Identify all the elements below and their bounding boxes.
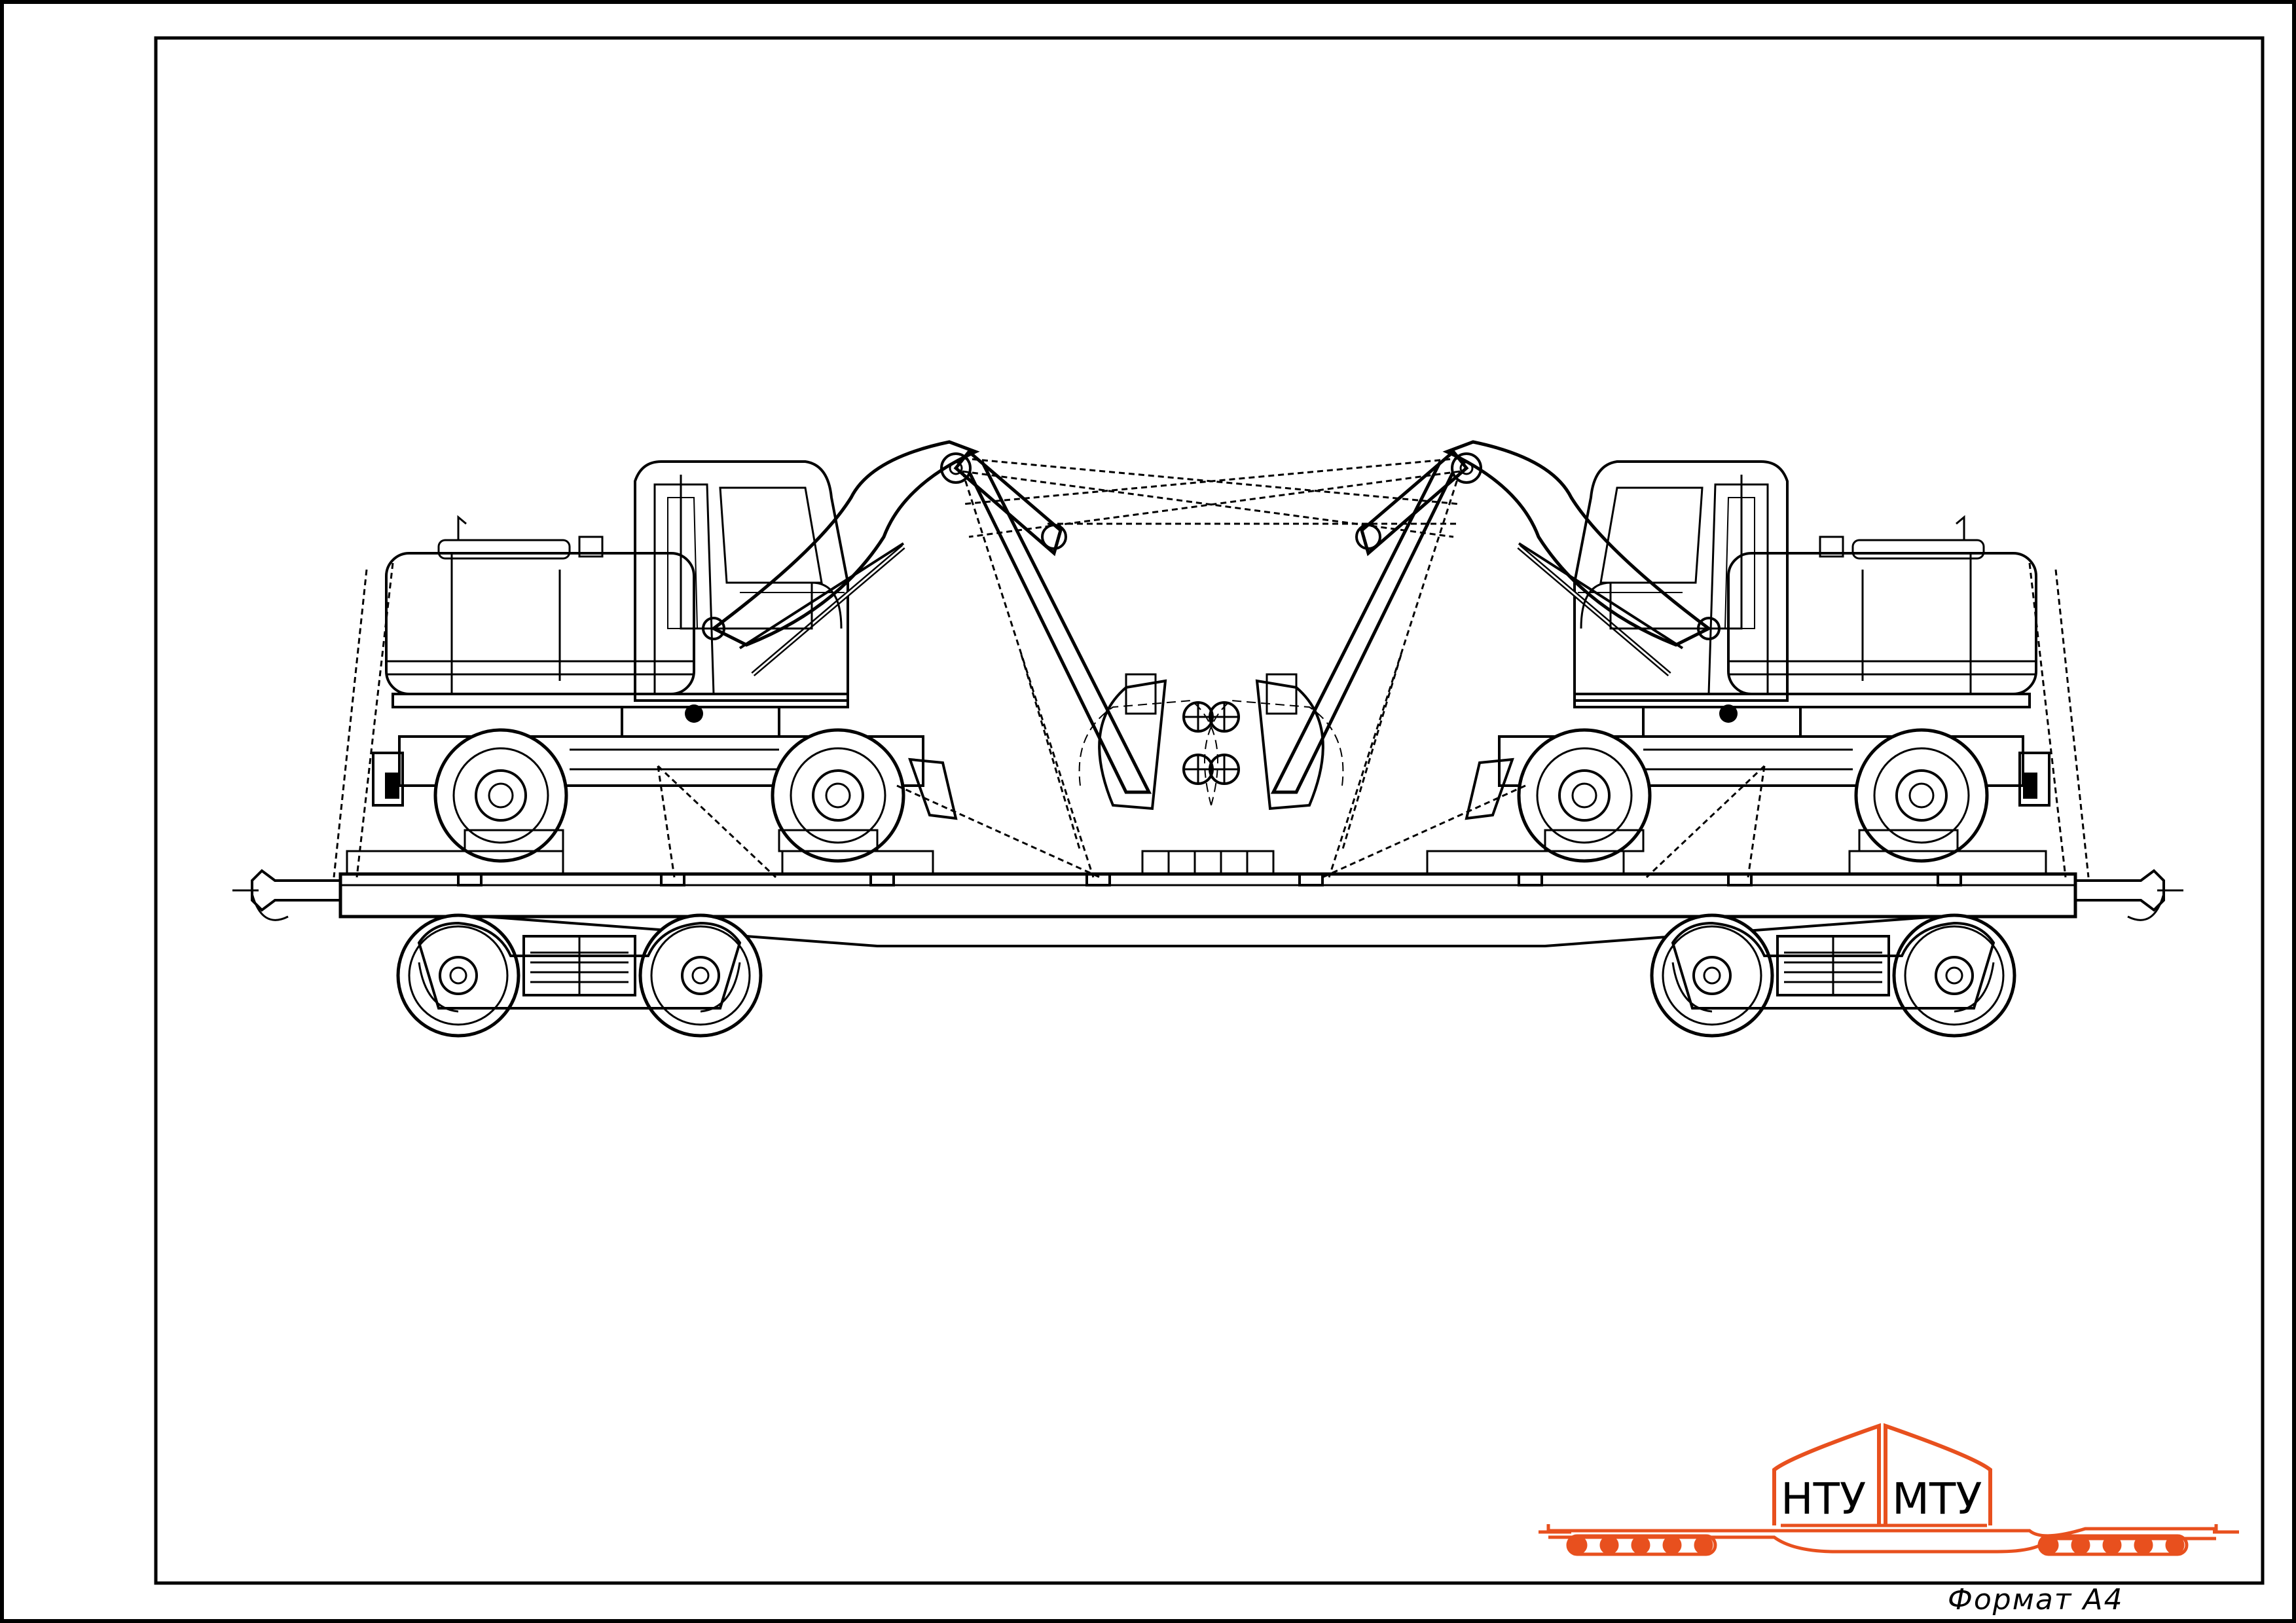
excavator-left [373, 442, 1218, 861]
excavator-right [1205, 442, 2049, 861]
drawing-frame [154, 36, 2265, 1585]
ntu-mtu-logo: НТУ МТУ [1539, 1423, 2239, 1556]
logo-arch [1772, 1423, 1992, 1525]
lashing-chains [333, 457, 2090, 879]
train-icon [1539, 1524, 2239, 1556]
logo-left-text: НТУ [1781, 1474, 1866, 1524]
bogie-right [1652, 915, 2014, 1036]
flatcar-icon [232, 850, 2183, 947]
format-label: Формат А4 [1948, 1583, 2124, 1616]
logo-right-text: МТУ [1892, 1474, 1982, 1524]
bogie-left [398, 915, 761, 1036]
